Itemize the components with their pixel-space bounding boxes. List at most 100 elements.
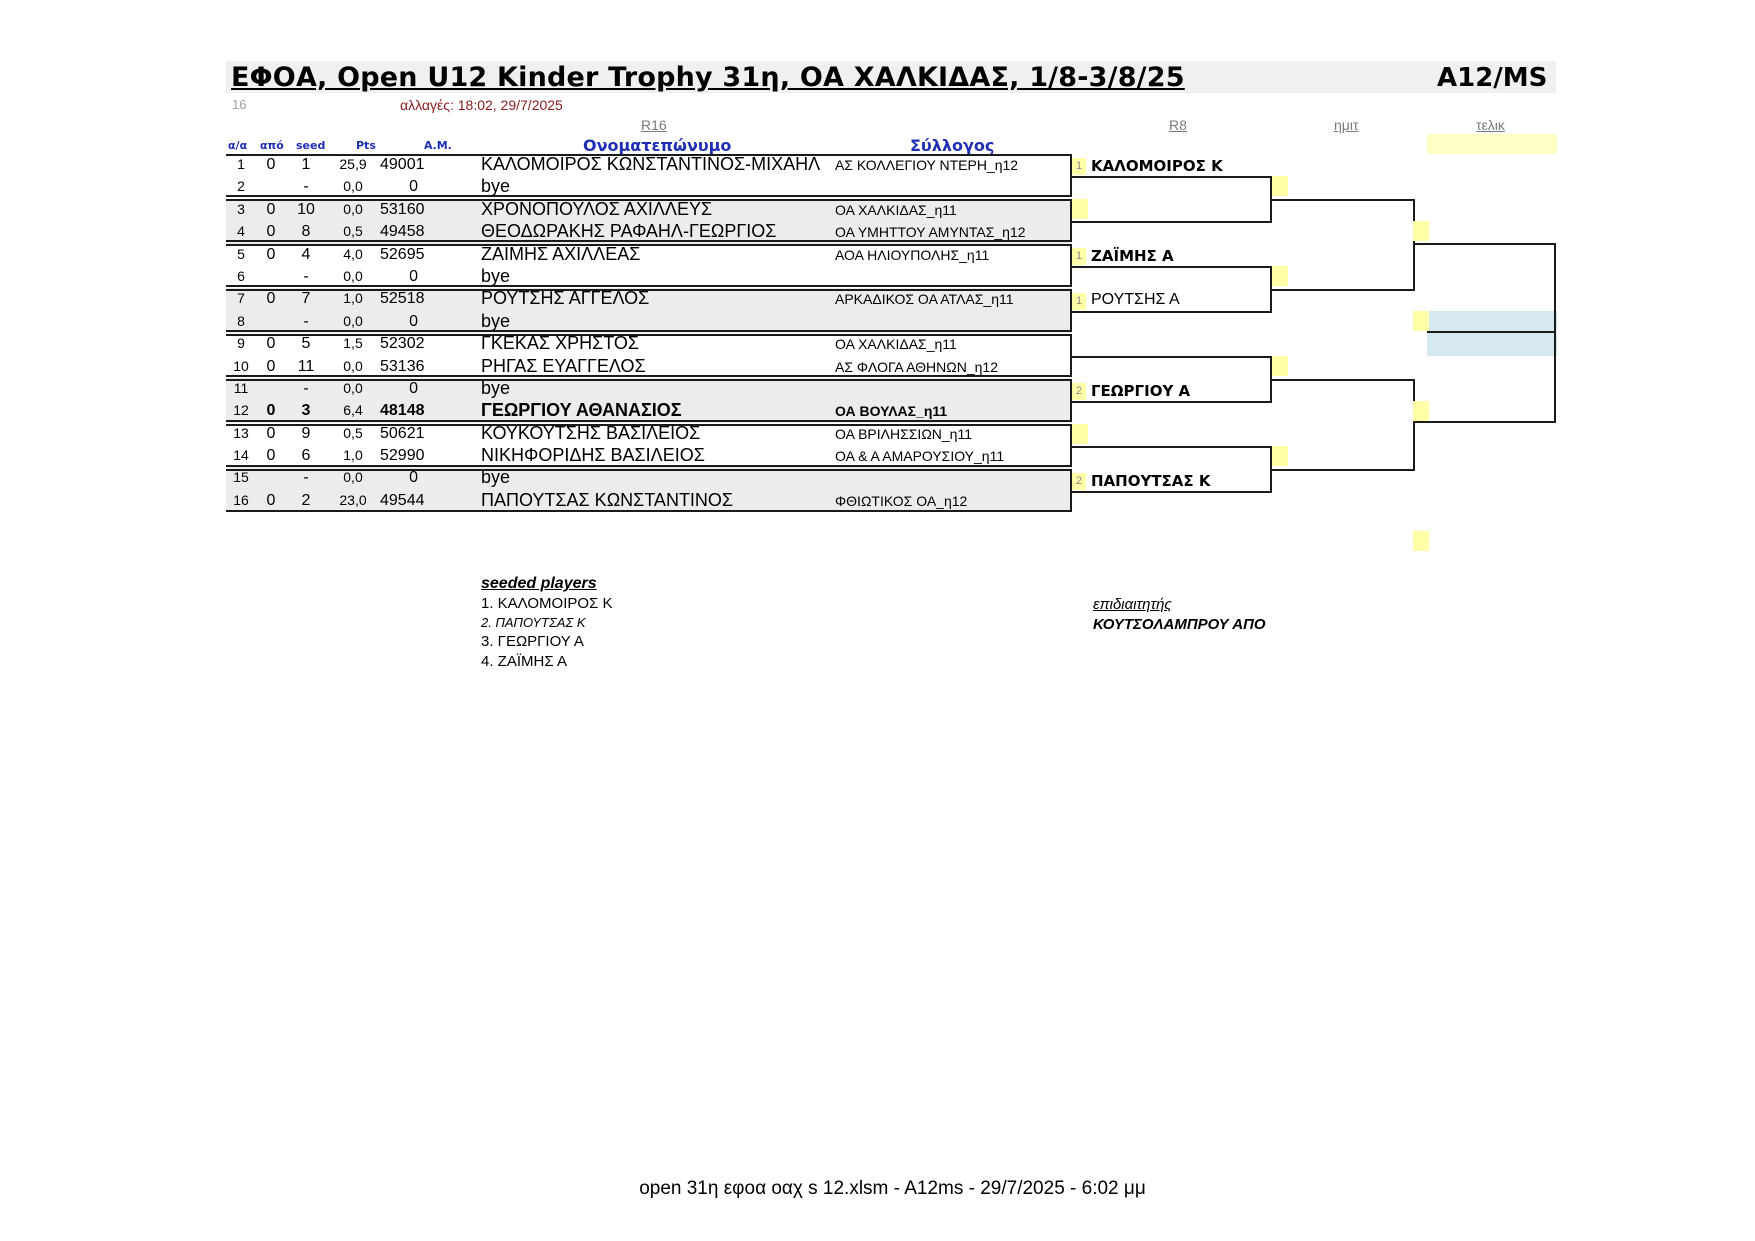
round-label-final: τελικ — [1476, 117, 1505, 133]
cell-pts: 1,0 — [343, 447, 363, 464]
cell-pts: 0,5 — [343, 424, 363, 441]
cell-club: ΟΑ ΒΡΙΛΗΣΣΙΩΝ_η11 — [835, 425, 972, 442]
cell-seed: 2 — [301, 491, 311, 509]
final-entry-cell — [1413, 401, 1429, 421]
cell-pts: 0,0 — [343, 357, 363, 374]
cell-pts: 1,5 — [343, 335, 363, 352]
cell-club: ΟΑ ΒΟΥΛΑΣ_η11 — [835, 403, 948, 420]
cell-name: ΘΕΟΔΩΡΑΚΗΣ ΡΑΦΑΗΛ-ΓΕΩΡΓΙΟΣ — [481, 221, 777, 242]
cell-apo: 0 — [266, 200, 276, 218]
cell-aa: 13 — [233, 424, 249, 441]
bracket-line — [1272, 289, 1415, 291]
bracket-line — [1413, 379, 1415, 471]
table-row: 11 - 0,0 0 bye — [226, 377, 1072, 401]
cell-apo: 0 — [266, 156, 276, 173]
cell-am: 52695 — [380, 245, 425, 263]
cell-name: ΝΙΚΗΦΟΡΙΔΗΣ ΒΑΣΙΛΕΙΟΣ — [481, 445, 705, 466]
cell-am: 53160 — [380, 200, 425, 218]
qf-seed-mark: 1 — [1072, 158, 1086, 175]
qf-seed-mark: 1 — [1072, 293, 1086, 310]
cell-pts: 0,0 — [343, 178, 363, 195]
page-title: ΕΦΟΑ, Open U12 Kinder Trophy 31η, ΟΑ ΧΑΛ… — [231, 62, 1185, 93]
cell-am: 52302 — [380, 335, 425, 353]
table-row: 14 0 6 1,0 52990 ΝΙΚΗΦΟΡΙΔΗΣ ΒΑΣΙΛΕΙΟΣ Ο… — [226, 445, 1072, 467]
cell-am: 52990 — [380, 447, 425, 465]
cell-apo: 0 — [266, 290, 276, 308]
cell-aa: 1 — [237, 156, 245, 172]
cell-name: bye — [481, 310, 511, 331]
cell-name: ΚΑΛΟΜΟΙΡΟΣ ΚΩΝΣΤΑΝΤΙΝΟΣ-ΜΙΧΑΗΛ — [481, 154, 821, 174]
cell-name: ΧΡΟΝΟΠΟΥΛΟΣ ΑΧΙΛΛΕΥΣ — [481, 198, 713, 219]
qf-player-name: ΚΑΛΟΜΟΙΡΟΣ Κ — [1091, 157, 1223, 175]
cell-seed: 1 — [301, 156, 311, 173]
cell-am: 0 — [409, 379, 418, 397]
round-label-r16: R16 — [641, 117, 667, 133]
cell-am: 0 — [409, 178, 418, 196]
cell-name: bye — [481, 377, 511, 398]
bracket-line — [1072, 311, 1272, 313]
cell-name: bye — [481, 467, 511, 488]
cell-name: bye — [481, 265, 511, 286]
referee-label: επιδιαιτητής — [1093, 596, 1172, 613]
cell-aa: 16 — [233, 491, 249, 508]
cell-apo: 0 — [266, 402, 276, 420]
col-header-apo: από — [260, 139, 284, 152]
cell-apo: 0 — [266, 424, 276, 442]
cell-name: ΖΑΪΜΗΣ ΑΧΙΛΛΕΑΣ — [481, 243, 641, 264]
bracket-line — [1072, 446, 1272, 448]
cell-seed: 9 — [301, 424, 311, 442]
cell-aa: 3 — [237, 200, 245, 217]
table-row: 5 0 4 4,0 52695 ΖΑΪΜΗΣ ΑΧΙΛΛΕΑΣ ΑΟΑ ΗΛΙΟ… — [226, 244, 1072, 266]
bracket-line — [1072, 176, 1272, 178]
cell-seed: - — [303, 379, 309, 397]
bracket-line — [1270, 266, 1272, 313]
cell-am: 52518 — [380, 290, 425, 308]
cell-am: 0 — [409, 312, 418, 330]
cell-club: ΦΘΙΩΤΙΚΟΣ ΟΑ_η12 — [835, 492, 968, 509]
cell-am: 53136 — [380, 357, 425, 375]
bracket-line — [1413, 243, 1556, 245]
cell-seed: 5 — [301, 335, 311, 353]
cell-seed: 6 — [301, 447, 311, 465]
cell-seed: - — [303, 267, 309, 285]
cell-am: 50621 — [380, 424, 425, 442]
table-row: 16 0 2 23,0 49544 ΠΑΠΟΥΤΣΑΣ ΚΩΝΣΤΑΝΤΙΝΟΣ… — [226, 489, 1072, 513]
cell-seed: 8 — [301, 223, 311, 241]
cell-aa: 11 — [233, 379, 249, 396]
table-row: 8 - 0,0 0 bye — [226, 310, 1072, 334]
qf-player-name: ΖΑΪΜΗΣ Α — [1091, 247, 1174, 265]
bracket-line — [1554, 243, 1556, 423]
cell-aa: 15 — [233, 469, 249, 486]
seeded-player: 4. ΖΑΪΜΗΣ Α — [481, 653, 567, 670]
cell-apo: 0 — [266, 245, 276, 263]
third-place-cell — [1413, 531, 1429, 551]
cell-aa: 7 — [237, 290, 245, 307]
round-label-semi: ημιτ — [1334, 117, 1359, 133]
col-header-seed: seed — [296, 139, 326, 152]
draw-size: 16 — [232, 97, 247, 112]
cell-apo: 0 — [266, 223, 276, 241]
changes-timestamp: αλλαγές: 18:02, 29/7/2025 — [400, 97, 563, 113]
cell-am: 48148 — [380, 402, 425, 420]
cell-name: ΓΕΩΡΓΙΟΥ ΑΘΑΝΑΣΙΟΣ — [481, 400, 682, 421]
col-header-aa: α/α — [228, 139, 248, 152]
bracket-line — [1427, 331, 1556, 333]
cell-seed: 4 — [301, 245, 311, 263]
table-row: 2 - 0,0 0 bye — [226, 176, 1072, 198]
cell-seed: - — [303, 469, 309, 487]
table-row: 15 - 0,0 0 bye — [226, 467, 1072, 490]
col-header-am: Α.Μ. — [424, 139, 452, 152]
cell-pts: 0,5 — [343, 223, 363, 240]
table-row: 6 - 0,0 0 bye — [226, 266, 1072, 288]
bracket-line — [1272, 379, 1415, 381]
title-bar — [226, 61, 1556, 93]
qf-seed-mark: 1 — [1072, 248, 1086, 265]
bracket-line — [1413, 199, 1415, 291]
seeded-player: 1. ΚΑΛΟΜΟΙΡΟΣ Κ — [481, 595, 613, 612]
table-row: 10 0 11 0,0 53136 ΡΗΓΑΣ ΕΥΑΓΓΕΛΟΣ ΑΣ ΦΛΟ… — [226, 356, 1072, 378]
cell-pts: 0,0 — [343, 200, 363, 217]
cell-pts: 6,4 — [343, 402, 363, 419]
cell-pts: 25,9 — [339, 156, 367, 172]
cell-club: ΑΡΚΑΔΙΚΟΣ ΟΑ ΑΤΛΑΣ_η11 — [835, 291, 1014, 308]
bracket-line — [1072, 221, 1272, 223]
